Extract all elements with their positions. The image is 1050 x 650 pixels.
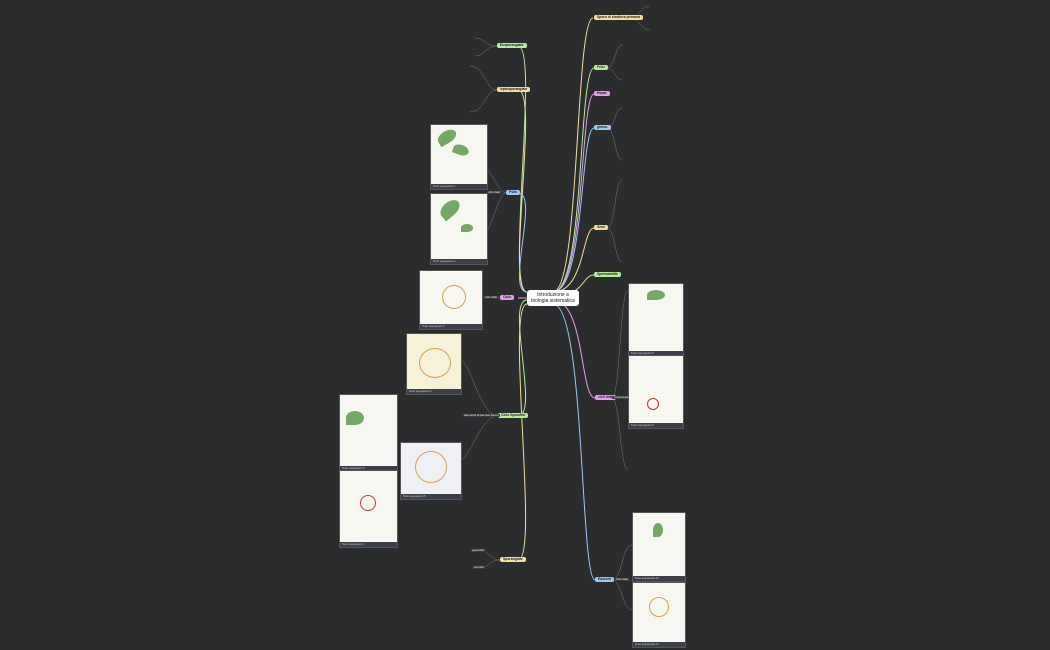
root-title-line1: Introduzione a bbox=[537, 292, 569, 298]
figure-card-4[interactable]: Testo segnaposto 4 bbox=[406, 333, 462, 395]
life-cycle-icon bbox=[415, 451, 447, 483]
figure-caption: Testo segnaposto 6 bbox=[340, 466, 397, 471]
root-title-line2: biologia sistematica bbox=[531, 298, 575, 304]
label-eusporangiate: eusporangiate bbox=[612, 396, 633, 400]
fern-leaf-icon bbox=[461, 224, 473, 232]
fern-leaf-icon bbox=[653, 523, 663, 537]
figure-caption: Testo segnaposto 1 bbox=[431, 184, 487, 189]
root-topic[interactable]: Introduzione a biologia sistematica bbox=[527, 290, 579, 306]
figure-card-6[interactable]: Testo segnaposto 6 bbox=[339, 394, 398, 472]
figure-card-3[interactable]: Testo segnaposto 3 bbox=[419, 270, 483, 330]
branch-leptosporangiate[interactable]: leptosporangiate bbox=[497, 87, 531, 92]
figure-caption: Testo segnaposto 8 bbox=[629, 351, 683, 356]
branch-semi[interactable]: Semi bbox=[594, 225, 609, 230]
label-sporofito: sporofito bbox=[472, 566, 486, 570]
figure-card-10[interactable]: Testo segnaposto 10 bbox=[632, 512, 686, 582]
figure-caption: Testo segnaposto 9 bbox=[629, 423, 683, 428]
figure-card-9[interactable]: Testo segnaposto 9 bbox=[628, 355, 684, 429]
fern-leaf-icon bbox=[647, 290, 665, 300]
fern-leaf-icon bbox=[346, 411, 364, 425]
branch-gymno[interactable]: gimno. bbox=[594, 125, 612, 130]
branch-equiseti[interactable]: Equiseti bbox=[595, 577, 615, 582]
spore-icon bbox=[647, 398, 659, 410]
figure-card-1[interactable]: Testo segnaposto 1 bbox=[430, 124, 488, 190]
figure-caption: Testo segnaposto 2 bbox=[431, 259, 487, 264]
branch-sporo[interactable]: Sporo di struttura primaria bbox=[594, 15, 643, 20]
branch-eusporangiate[interactable]: Eusporangiate bbox=[497, 43, 527, 48]
figure-caption: Testo segnaposto 5 bbox=[401, 494, 461, 499]
life-cycle-icon bbox=[442, 285, 466, 309]
fern-leaf-icon bbox=[437, 196, 463, 222]
label-alternanza: alternanza di fase fase bianca bbox=[462, 414, 501, 418]
branch-psilo[interactable]: Psilo bbox=[506, 190, 521, 195]
branch-cicli[interactable]: cicli vitali bbox=[595, 395, 617, 400]
figure-caption: Testo segnaposto 4 bbox=[407, 389, 461, 394]
figure-caption: Testo segnaposto 11 bbox=[633, 642, 685, 647]
label-gametofito: gametofito bbox=[470, 549, 487, 553]
spore-icon bbox=[360, 495, 376, 511]
branch-sporangiate[interactable]: Sporangiate bbox=[500, 557, 526, 562]
label-ciclo-vitale: ciclo vitale bbox=[486, 191, 502, 195]
branch-ciclo[interactable]: Ciclo bbox=[500, 295, 515, 300]
figure-card-7[interactable]: Testo segnaposto 7 bbox=[339, 470, 398, 548]
figure-card-5[interactable]: Testo segnaposto 5 bbox=[400, 442, 462, 500]
label-ciclo-vitale-3: ciclo vitale bbox=[614, 578, 630, 582]
branch-felci[interactable]: Felci bbox=[594, 65, 608, 70]
figure-card-2[interactable]: Testo segnaposto 2 bbox=[430, 193, 488, 265]
figure-caption: Testo segnaposto 3 bbox=[420, 324, 482, 329]
figure-card-11[interactable]: Testo segnaposto 11 bbox=[632, 582, 686, 648]
label-ciclo-vitale-2: ciclo vitale bbox=[483, 296, 499, 300]
figure-card-8[interactable]: Testo segnaposto 8 bbox=[628, 283, 684, 357]
branch-ciclo-sporofito[interactable]: Ciclo Sporofito bbox=[498, 413, 529, 418]
branch-hepa[interactable]: Hepat. bbox=[594, 91, 611, 96]
life-cycle-icon bbox=[419, 348, 451, 378]
fern-leaf-icon bbox=[451, 142, 471, 158]
branch-spermatofite[interactable]: Spermatofite bbox=[594, 272, 621, 277]
figure-caption: Testo segnaposto 10 bbox=[633, 576, 685, 581]
life-cycle-icon bbox=[649, 597, 669, 617]
figure-caption: Testo segnaposto 7 bbox=[340, 542, 397, 547]
